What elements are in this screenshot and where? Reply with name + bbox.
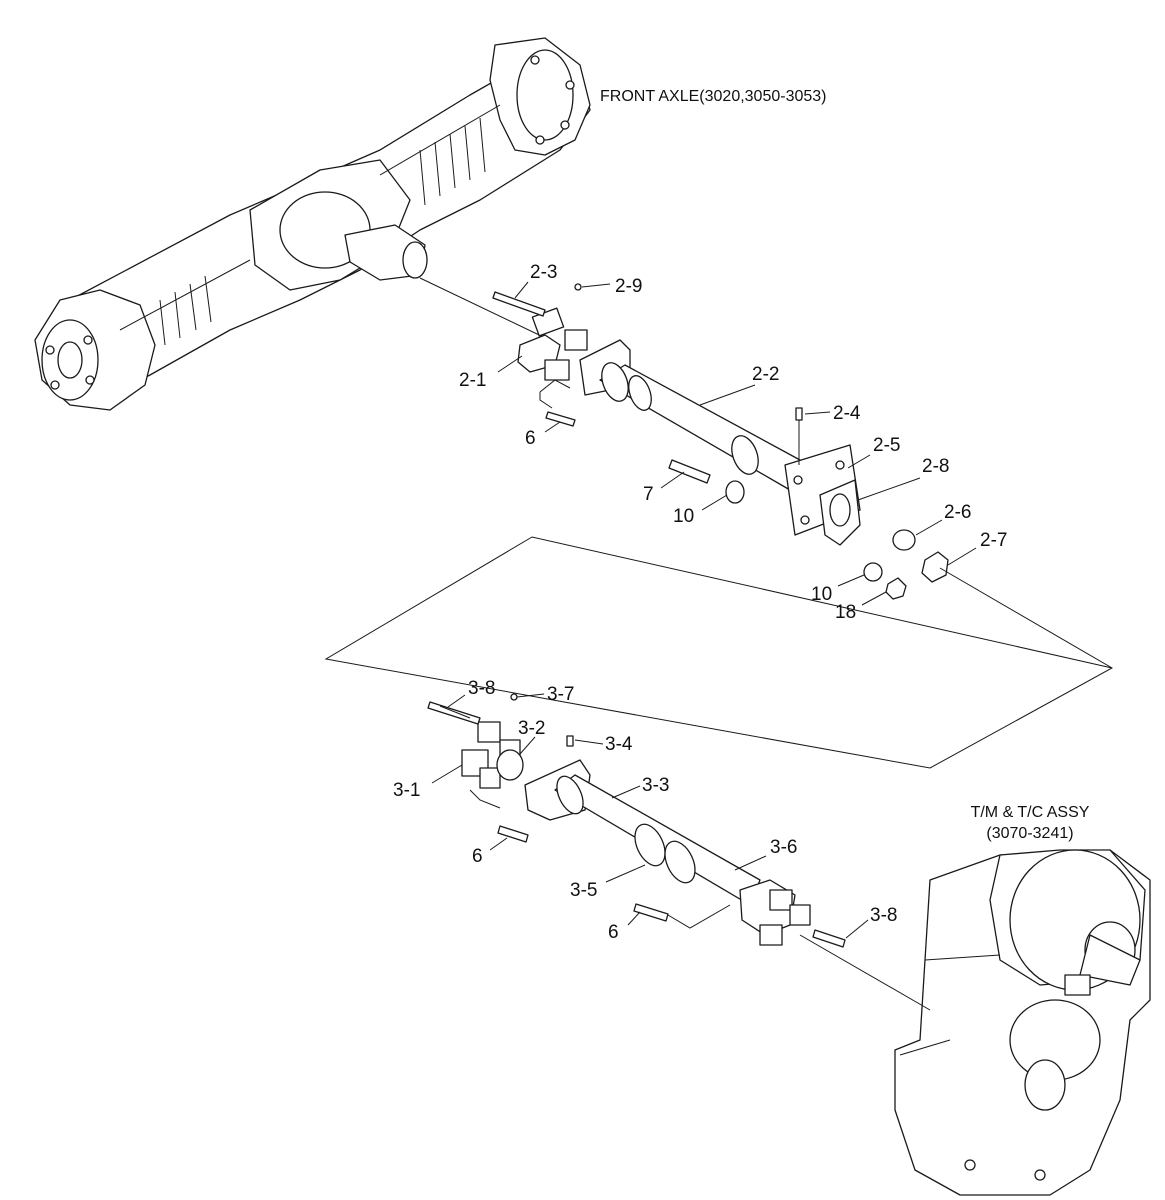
callout-3-8-rear: 3-8 <box>870 905 897 926</box>
callout-3-3: 3-3 <box>642 775 669 796</box>
part-callouts: 2-3 2-9 2-1 2-2 2-4 2-5 2-8 2-6 2-7 6 7 … <box>393 262 1007 943</box>
callout-2-7: 2-7 <box>980 530 1007 551</box>
callout-2-1: 2-1 <box>459 370 486 391</box>
callout-3-1: 3-1 <box>393 780 420 801</box>
front-propeller-shaft <box>324 277 1114 769</box>
callout-3-4: 3-4 <box>605 734 633 755</box>
callout-2-6: 2-6 <box>944 502 971 523</box>
callout-3-5: 3-5 <box>570 880 597 901</box>
callout-2-3: 2-3 <box>530 262 557 283</box>
callout-10-upper: 10 <box>673 506 694 527</box>
callout-2-2: 2-2 <box>752 364 779 385</box>
tm-tc-label-line1: T/M & T/C ASSY <box>971 804 1090 821</box>
callout-3-8-front: 3-8 <box>468 678 495 699</box>
callout-10-lower: 10 <box>811 584 832 605</box>
front-axle-label: FRONT AXLE(3020,3050-3053) <box>600 88 827 105</box>
callout-2-8: 2-8 <box>922 456 949 477</box>
callout-2-9: 2-9 <box>615 276 642 297</box>
callout-2-5: 2-5 <box>873 435 900 456</box>
callout-6-middle: 6 <box>472 846 483 867</box>
callout-3-2: 3-2 <box>518 718 545 739</box>
callout-3-6: 3-6 <box>770 837 797 858</box>
callout-18: 18 <box>835 602 856 623</box>
callout-6-upper: 6 <box>525 428 536 449</box>
callout-leaders <box>431 281 977 939</box>
rear-propeller-shaft <box>427 693 931 1011</box>
callout-7: 7 <box>643 484 654 505</box>
tm-tc-label-line2: (3070-3241) <box>986 825 1073 842</box>
assembly-labels: FRONT AXLE(3020,3050-3053) T/M & T/C ASS… <box>600 88 1090 842</box>
tm-tc-assembly <box>894 849 1151 1196</box>
front-axle-assembly <box>34 37 591 411</box>
callout-3-7: 3-7 <box>547 684 574 705</box>
callout-2-4: 2-4 <box>833 403 861 424</box>
callout-6-lower: 6 <box>608 922 619 943</box>
